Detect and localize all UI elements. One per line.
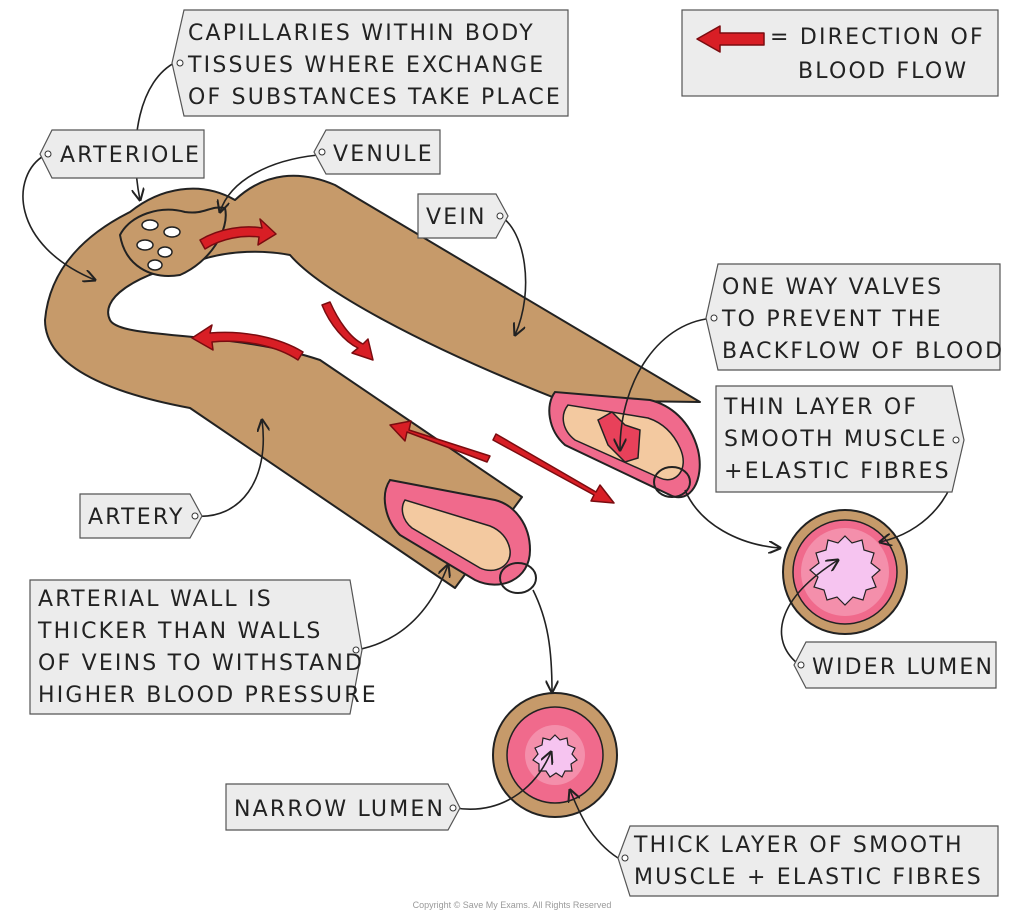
legend-line-1: = DIRECTION OF xyxy=(770,25,985,50)
label-wider-lumen: WIDER LUMEN xyxy=(793,641,997,689)
artery-text: ARTERY xyxy=(88,505,185,530)
thin-layer-line-2: SMOOTH MUSCLE xyxy=(724,427,948,452)
thick-layer-line-1: THICK LAYER OF SMOOTH xyxy=(633,833,964,858)
artery-end xyxy=(383,478,537,594)
artery-zoom-circle xyxy=(499,562,537,594)
vein-lumen xyxy=(809,535,881,606)
flow-arrow-vein xyxy=(492,433,615,504)
vessel-loop xyxy=(44,174,701,589)
capillaries-line-3: OF SUBSTANCES TAKE PLACE xyxy=(188,85,562,110)
arterial-wall-line-1: ARTERIAL WALL IS xyxy=(38,587,273,612)
arterial-wall-line-4: HIGHER BLOOD PRESSURE xyxy=(38,683,378,708)
label-artery: ARTERY xyxy=(79,493,203,539)
flow-arrow-left xyxy=(191,324,304,361)
flow-arrow-down xyxy=(321,301,374,361)
legend-line-2: BLOOD FLOW xyxy=(798,59,968,84)
vein-text: VEIN xyxy=(426,205,487,230)
thin-layer-line-3: +ELASTIC FIBRES xyxy=(724,459,951,484)
vessel-body xyxy=(44,174,701,589)
capillaries-line-2: TISSUES WHERE EXCHANGE xyxy=(187,53,545,78)
label-arteriole: ARTERIOLE xyxy=(39,129,205,179)
legend-arrow-icon xyxy=(696,25,765,53)
legend-box: = DIRECTION OF BLOOD FLOW xyxy=(681,9,999,97)
label-capillaries: CAPILLARIES WITHIN BODY TISSUES WHERE EX… xyxy=(171,9,569,117)
label-thin-layer: THIN LAYER OF SMOOTH MUSCLE +ELASTIC FIB… xyxy=(715,385,965,493)
vein-valve xyxy=(597,411,641,463)
flow-arrow-artery xyxy=(389,420,491,463)
artery-cross-section xyxy=(492,692,618,818)
valves-line-1: ONE WAY VALVES xyxy=(722,275,943,300)
label-arterial-wall: ARTERIAL WALL IS THICKER THAN WALLS OF V… xyxy=(29,579,378,715)
valves-line-3: BACKFLOW OF BLOOD xyxy=(722,339,1004,364)
flow-arrow-top xyxy=(199,218,277,250)
vein-zoom-circle xyxy=(653,466,691,498)
copyright-text: Copyright © Save My Exams. All Rights Re… xyxy=(413,900,612,910)
arterial-wall-line-3: OF VEINS TO WITHSTAND xyxy=(38,651,364,676)
label-thick-layer: THICK LAYER OF SMOOTH MUSCLE + ELASTIC F… xyxy=(617,825,999,897)
valves-line-2: TO PREVENT THE xyxy=(721,307,943,332)
label-narrow-lumen: NARROW LUMEN xyxy=(225,783,461,831)
venule-text: VENULE xyxy=(333,142,434,167)
vein-cross-section xyxy=(782,509,908,635)
wider-lumen-text: WIDER LUMEN xyxy=(812,655,994,680)
capillaries-line-1: CAPILLARIES WITHIN BODY xyxy=(188,21,535,46)
label-vein: VEIN xyxy=(417,193,509,239)
narrow-lumen-text: NARROW LUMEN xyxy=(234,797,445,822)
blood-flow-arrows xyxy=(191,218,615,504)
label-venule: VENULE xyxy=(313,129,441,175)
arteriole-text: ARTERIOLE xyxy=(60,143,201,168)
thick-layer-line-2: MUSCLE + ELASTIC FIBRES xyxy=(634,865,983,890)
label-valves: ONE WAY VALVES TO PREVENT THE BACKFLOW O… xyxy=(705,263,1004,371)
thin-layer-line-1: THIN LAYER OF xyxy=(723,395,918,420)
arterial-wall-line-2: THICKER THAN WALLS xyxy=(37,619,323,644)
